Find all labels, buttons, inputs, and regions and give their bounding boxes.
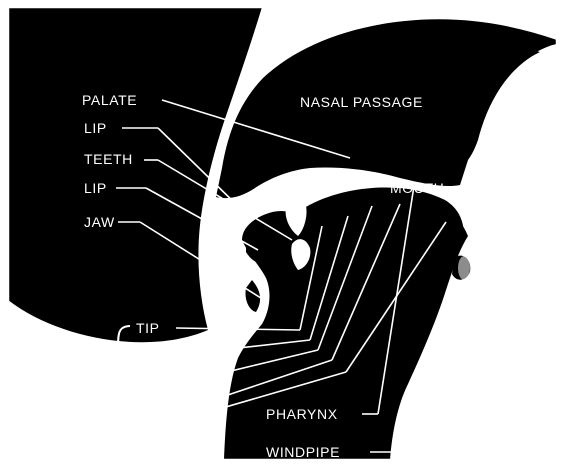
teeth-label: TEETH bbox=[84, 151, 133, 167]
windpipe-label: WINDPIPE bbox=[266, 444, 340, 460]
tongue-back-label: BACK bbox=[132, 411, 173, 427]
lower-lip-label: LIP bbox=[84, 180, 107, 196]
jaw-label: JAW bbox=[84, 214, 115, 230]
pharynx-wall-highlight bbox=[458, 256, 470, 280]
pharynx-label: PHARYNX bbox=[266, 406, 338, 422]
nasal-passage-label: NASAL PASSAGE bbox=[300, 94, 423, 110]
mouth-label: MOUTH bbox=[390, 180, 444, 196]
upper-lip-label: LIP bbox=[84, 120, 107, 136]
tongue-center-label: CENTER bbox=[132, 393, 193, 409]
tongue-blade-label: BLADE bbox=[134, 345, 183, 361]
palate-label: PALATE bbox=[82, 92, 137, 108]
tongue-label: TONGUE bbox=[22, 376, 85, 392]
tongue-tip-label: TIP bbox=[136, 320, 160, 336]
tongue-front-label: FRONT bbox=[134, 370, 185, 386]
